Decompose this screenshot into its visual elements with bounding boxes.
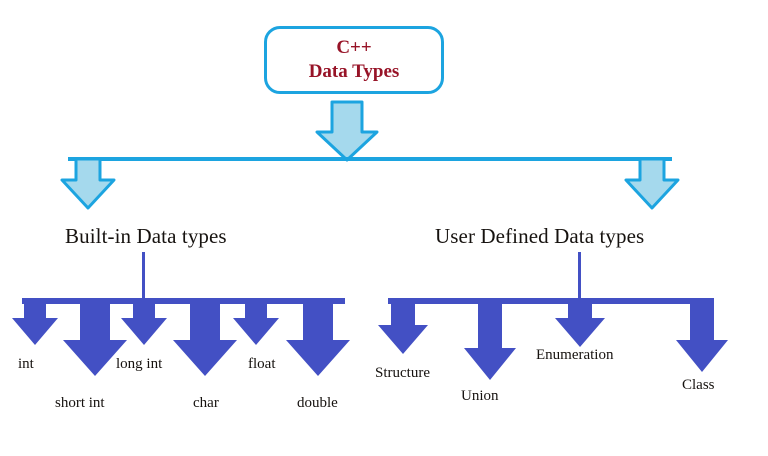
right-branch-arrow xyxy=(624,157,680,210)
arrow-class xyxy=(676,302,728,372)
builtin-sub-bus xyxy=(22,298,345,304)
label-enumeration: Enumeration xyxy=(536,347,614,363)
arrow-float xyxy=(233,302,279,345)
title-line-1: C++ xyxy=(336,37,372,59)
main-bus-line xyxy=(68,157,672,161)
userdefined-group xyxy=(378,252,728,380)
arrow-int xyxy=(12,302,58,345)
userdefined-connector-stem xyxy=(578,252,581,300)
label-long-int: long int xyxy=(116,356,163,372)
userdefined-sub-bus xyxy=(388,298,714,304)
label-char: char xyxy=(193,395,219,411)
title-text: C++ Data Types xyxy=(267,29,441,91)
builtin-connector-stem xyxy=(142,252,145,300)
left-branch-arrow xyxy=(60,157,116,210)
heading-user-defined: User Defined Data types xyxy=(435,224,645,248)
builtin-group xyxy=(12,252,350,376)
arrow-structure xyxy=(378,302,428,354)
title-box: C++ Data Types xyxy=(264,26,444,94)
label-structure: Structure xyxy=(375,365,430,381)
arrow-double xyxy=(286,302,350,376)
arrow-char xyxy=(173,302,237,376)
label-int: int xyxy=(18,356,34,372)
arrow-union xyxy=(464,302,516,380)
label-class: Class xyxy=(682,377,715,393)
label-union: Union xyxy=(461,388,499,404)
arrow-enumeration xyxy=(555,302,605,347)
title-line-2: Data Types xyxy=(308,61,400,82)
heading-builtin: Built-in Data types xyxy=(65,224,227,248)
arrow-short-int xyxy=(63,302,127,376)
label-short-int: short int xyxy=(55,395,105,411)
label-float: float xyxy=(248,356,276,372)
label-double: double xyxy=(297,395,338,411)
arrow-long-int xyxy=(121,302,167,345)
root-down-arrow xyxy=(315,100,379,162)
